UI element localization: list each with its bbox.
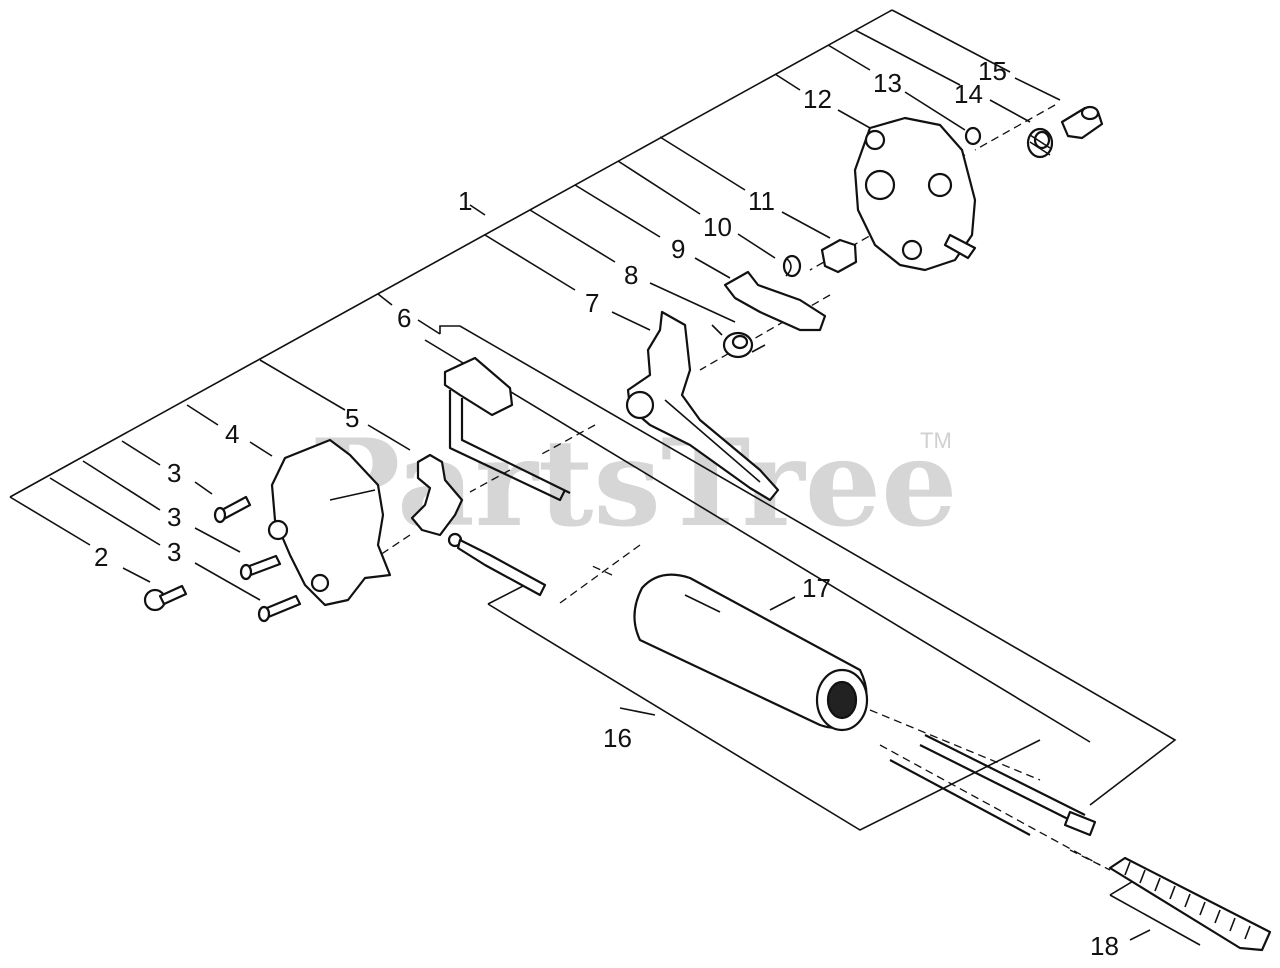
watermark-trademark: TM (920, 428, 952, 453)
part-12-housing (853, 116, 977, 272)
callout-5: 5 (345, 403, 359, 433)
leader-lines (9, 9, 1201, 946)
callout-3c: 3 (167, 537, 181, 567)
callout-1: 1 (458, 186, 472, 216)
part-5-clamp (410, 453, 464, 537)
callout-16: 16 (603, 723, 632, 753)
callout-4: 4 (225, 419, 239, 449)
part-10-small-spring (782, 254, 802, 278)
callout-labels: 1 2 3 3 3 4 5 6 7 8 9 10 11 12 13 14 15 … (94, 56, 1119, 961)
callout-10: 10 (703, 212, 732, 242)
part-13-nut (964, 126, 982, 146)
callout-17: 17 (802, 573, 831, 603)
callout-18: 18 (1090, 931, 1119, 961)
part-18-long-spring (1108, 856, 1272, 952)
part-8-torsion-spring (711, 324, 766, 359)
callout-8: 8 (624, 260, 638, 290)
part-16-cable-ends (889, 734, 1097, 837)
watermark-text: PartsTree (310, 413, 957, 554)
part-16-cable (447, 532, 547, 597)
callout-2: 2 (94, 542, 108, 572)
part-4-cover (267, 438, 392, 607)
callout-15: 15 (978, 56, 1007, 86)
callout-12: 12 (803, 84, 832, 114)
callout-3a: 3 (167, 458, 181, 488)
frame-diagonal-line (9, 9, 893, 498)
callout-11: 11 (748, 186, 775, 216)
callout-14: 14 (954, 79, 983, 109)
part-9-lever (723, 270, 827, 332)
callout-7: 7 (585, 288, 599, 318)
part-2-bolt (143, 584, 188, 612)
callout-9: 9 (671, 234, 685, 264)
part-6-wire-clip (443, 356, 571, 502)
callout-13: 13 (873, 68, 902, 98)
part-15-knob (1060, 105, 1104, 140)
part-7-trigger (625, 310, 780, 502)
callout-3b: 3 (167, 502, 181, 532)
part-3-screws (213, 495, 302, 623)
part-14-spring (1026, 127, 1054, 159)
part-11-bracket (820, 238, 858, 274)
callout-6: 6 (397, 303, 411, 333)
part-17-grip-tube (633, 573, 869, 732)
